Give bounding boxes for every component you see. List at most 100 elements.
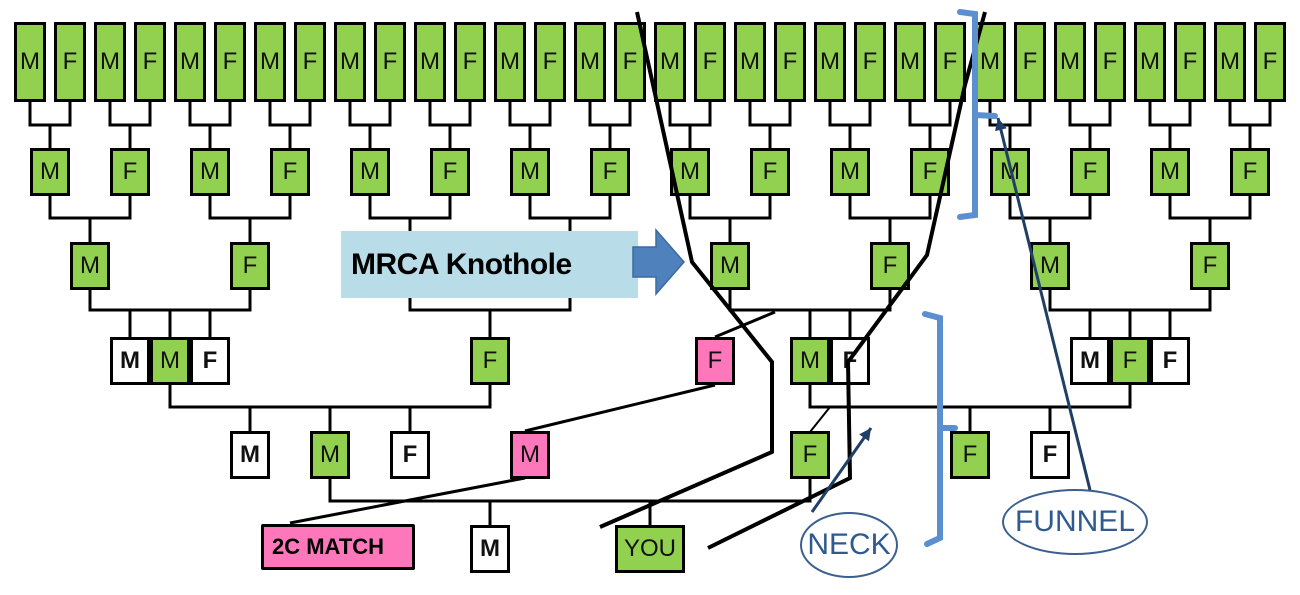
connector-line bbox=[1168, 196, 1252, 220]
ancestor-box-gen7: F bbox=[374, 22, 406, 102]
ancestor-box-gen7: M bbox=[1214, 22, 1246, 102]
ancestor-box-gen7: M bbox=[414, 22, 446, 102]
ancestor-box-gen7: F bbox=[854, 22, 886, 102]
ancestor-box-gen7: M bbox=[894, 22, 926, 102]
connector-line bbox=[809, 406, 831, 433]
connector-line bbox=[688, 196, 772, 220]
connector-line bbox=[28, 101, 72, 127]
ancestor-box-gen3: F bbox=[390, 431, 430, 479]
ancestor-box-gen7: F bbox=[54, 22, 86, 102]
ancestor-box-gen6: M bbox=[510, 148, 550, 196]
connector-line bbox=[1228, 101, 1272, 127]
ancestor-box-gen7: F bbox=[614, 22, 646, 102]
ancestor-box-gen7: F bbox=[1254, 22, 1286, 102]
ancestor-box-gen7: M bbox=[974, 22, 1006, 102]
connector-line bbox=[588, 101, 632, 127]
ancestor-box-gen5: F bbox=[870, 242, 910, 290]
ancestor-box-gen2: M bbox=[470, 525, 510, 573]
ancestor-box-gen7: M bbox=[334, 22, 366, 102]
ancestor-box-gen7: M bbox=[1054, 22, 1086, 102]
connector-line bbox=[328, 478, 812, 503]
neck-callout: NECK bbox=[800, 512, 898, 578]
ancestor-box-gen7: F bbox=[294, 22, 326, 102]
ancestor-box-gen6: M bbox=[670, 148, 710, 196]
ancestor-box-gen6: M bbox=[830, 148, 870, 196]
ancestor-box-gen7: M bbox=[654, 22, 686, 102]
ancestor-box-gen7: M bbox=[174, 22, 206, 102]
ancestor-box-gen5: F bbox=[230, 242, 270, 290]
ancestor-box-gen6: F bbox=[1070, 148, 1110, 196]
connector-line bbox=[88, 290, 252, 312]
connector-line bbox=[168, 384, 492, 409]
connector-line bbox=[808, 384, 1132, 409]
ancestor-box-gen7: F bbox=[454, 22, 486, 102]
connector-line bbox=[848, 196, 932, 220]
ancestor-box-gen3: M bbox=[310, 431, 350, 479]
ancestor-box-gen5: M bbox=[1030, 242, 1070, 290]
connector-line bbox=[988, 101, 1032, 127]
ancestor-box-gen7: F bbox=[694, 22, 726, 102]
ancestor-box-gen6: M bbox=[350, 148, 390, 196]
connector-line bbox=[908, 101, 952, 127]
ancestor-box-gen6: M bbox=[990, 148, 1030, 196]
ancestor-box-gen3: M bbox=[230, 431, 270, 479]
ancestor-box-gen5: M bbox=[70, 242, 110, 290]
ancestor-box-gen7: F bbox=[934, 22, 966, 102]
ancestor-box-gen7: F bbox=[534, 22, 566, 102]
connector-line bbox=[348, 101, 392, 127]
ancestor-box-gen6: F bbox=[1230, 148, 1270, 196]
ancestor-box-gen6: M bbox=[1150, 148, 1190, 196]
ancestor-box-gen3: F bbox=[790, 431, 830, 479]
mrca-knothole-label: MRCA Knothole bbox=[341, 231, 638, 298]
connector-line bbox=[528, 196, 612, 220]
ancestor-box-gen6: F bbox=[430, 148, 470, 196]
ancestor-box-gen4: M bbox=[110, 337, 150, 385]
ancestor-box-gen5: F bbox=[1190, 242, 1230, 290]
ancestor-box-gen7: M bbox=[254, 22, 286, 102]
connector-line bbox=[1008, 196, 1092, 220]
connector-line bbox=[108, 101, 152, 127]
ancestor-box-gen7: M bbox=[1134, 22, 1166, 102]
ancestor-box-gen4: M bbox=[150, 337, 190, 385]
ancestor-box-gen4: F bbox=[695, 337, 735, 385]
connector-line bbox=[188, 101, 232, 127]
ancestor-box-gen7: F bbox=[1174, 22, 1206, 102]
ancestor-box-gen6: M bbox=[190, 148, 230, 196]
ancestor-box-gen6: F bbox=[750, 148, 790, 196]
ancestor-box-gen7: M bbox=[814, 22, 846, 102]
ancestor-box-gen4: F bbox=[1110, 337, 1150, 385]
ancestor-box-gen7: F bbox=[134, 22, 166, 102]
connector-line bbox=[208, 196, 292, 220]
connector-line bbox=[748, 101, 792, 127]
ancestor-box-gen4: M bbox=[790, 337, 830, 385]
ancestor-box-gen3: F bbox=[1030, 431, 1070, 479]
ancestor-box-gen7: M bbox=[94, 22, 126, 102]
ancestor-box-gen7: F bbox=[1014, 22, 1046, 102]
connector-line bbox=[828, 101, 872, 127]
ancestor-box-gen4: F bbox=[830, 337, 870, 385]
ancestor-box-gen6: F bbox=[910, 148, 950, 196]
connector-line bbox=[368, 196, 452, 220]
ancestor-box-gen6: F bbox=[110, 148, 150, 196]
ancestor-box-gen7: F bbox=[774, 22, 806, 102]
connector-line bbox=[268, 101, 312, 127]
ancestor-box-gen6: M bbox=[30, 148, 70, 196]
ancestor-box-gen4: F bbox=[1150, 337, 1190, 385]
funnel-callout: FUNNEL bbox=[1002, 489, 1148, 555]
ancestor-box-gen7: F bbox=[1094, 22, 1126, 102]
connector-line bbox=[428, 101, 472, 127]
ancestor-box-gen7: M bbox=[574, 22, 606, 102]
connector-line bbox=[1148, 101, 1192, 127]
connector-line bbox=[728, 290, 892, 312]
ancestor-box-gen3: F bbox=[950, 431, 990, 479]
ancestor-box-gen7: F bbox=[214, 22, 246, 102]
ancestor-box-gen3: M bbox=[510, 431, 550, 479]
connector-line bbox=[48, 196, 132, 220]
connector-line bbox=[1048, 290, 1212, 312]
you-box: YOU bbox=[615, 525, 685, 573]
connector-line bbox=[1068, 101, 1112, 127]
ancestor-box-gen4: M bbox=[1070, 337, 1110, 385]
ancestor-box-gen7: M bbox=[14, 22, 46, 102]
ancestor-box-gen4: F bbox=[470, 337, 510, 385]
